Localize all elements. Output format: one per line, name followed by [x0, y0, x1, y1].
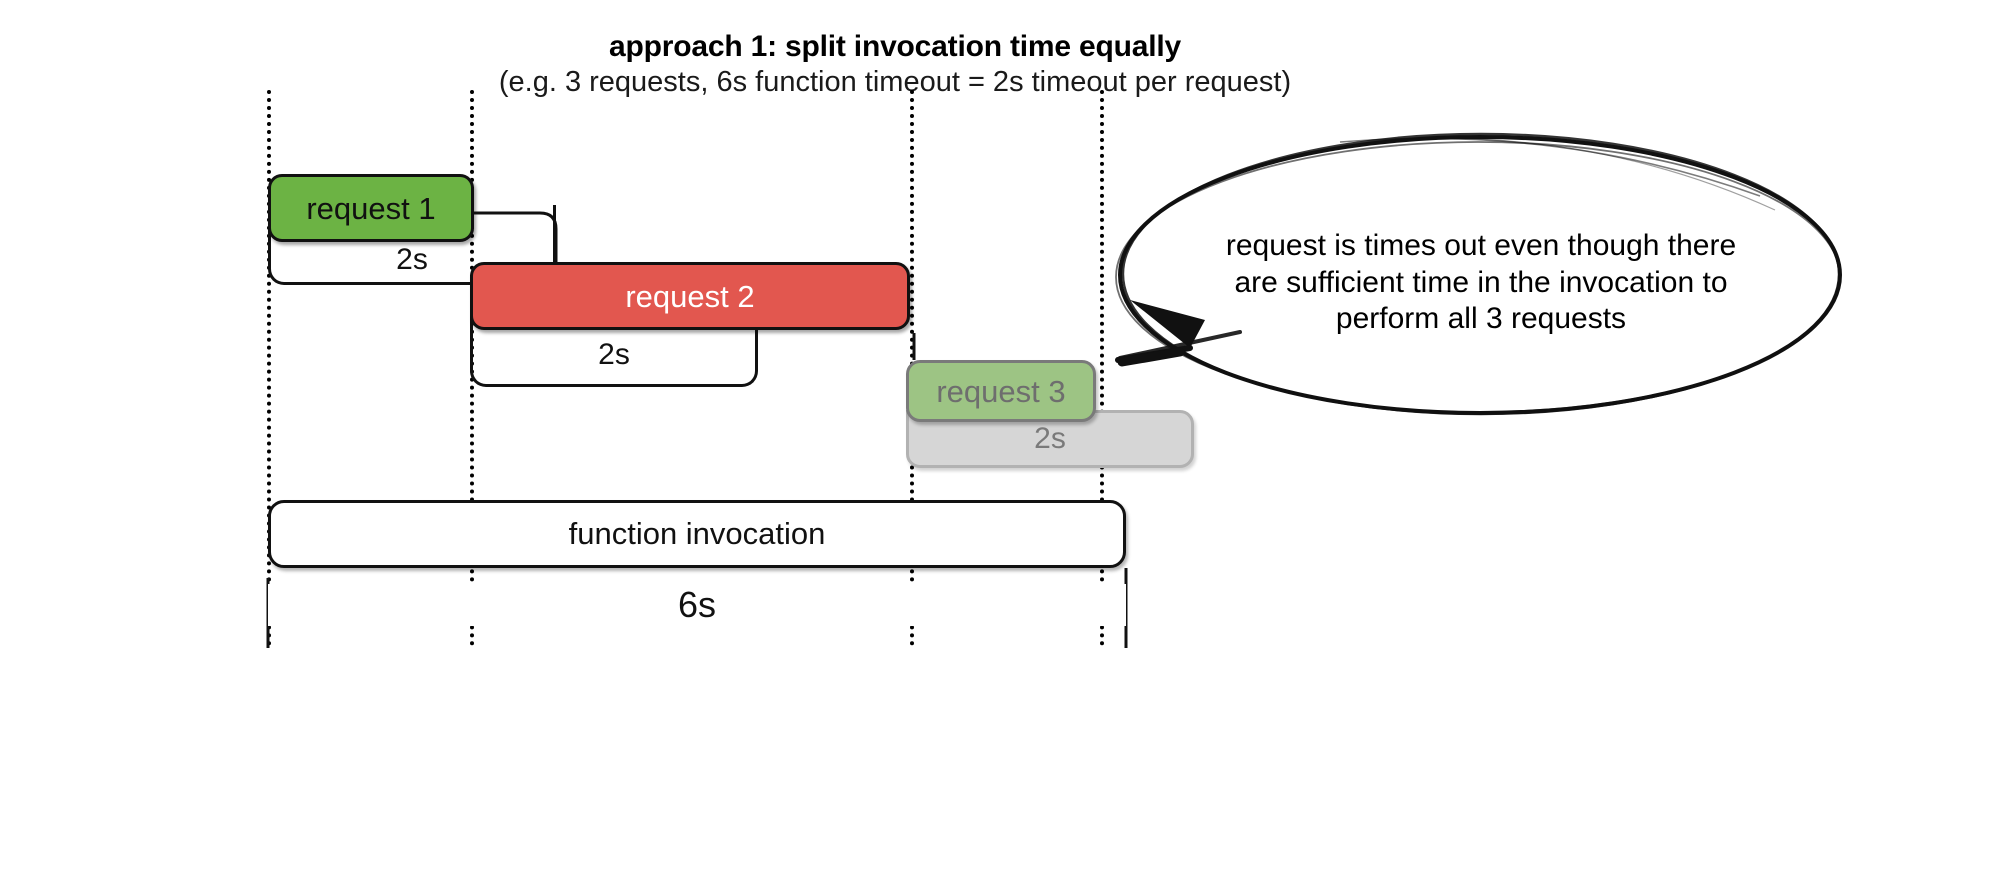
- duration-label: 6s: [268, 584, 1126, 626]
- annotation-line-1: request is times out even though there: [1225, 229, 1737, 262]
- annotation-line-2: are sufficient time in the invocation to: [1234, 265, 1728, 299]
- request-1-box[interactable]: request 1: [268, 174, 474, 242]
- request-1-timeout-label: 2s: [396, 243, 428, 276]
- request-3-box[interactable]: request 3: [906, 360, 1096, 422]
- annotation-text: request is times out even though there a…: [1136, 228, 1826, 338]
- gridline-0s: [267, 90, 271, 646]
- gridline-6s: [1100, 90, 1104, 646]
- function-invocation-box: function invocation: [268, 500, 1126, 568]
- request-2-box[interactable]: request 2: [470, 262, 910, 330]
- request-2-timeout-label: 2s: [598, 338, 630, 371]
- request-2-timeout-bracket: [470, 295, 758, 387]
- diagram-subtitle: (e.g. 3 requests, 6s function timeout = …: [498, 66, 1292, 98]
- diagram-title: approach 1: split invocation time equall…: [609, 30, 1181, 63]
- annotation-line-3: perform all 3 requests: [1335, 302, 1627, 336]
